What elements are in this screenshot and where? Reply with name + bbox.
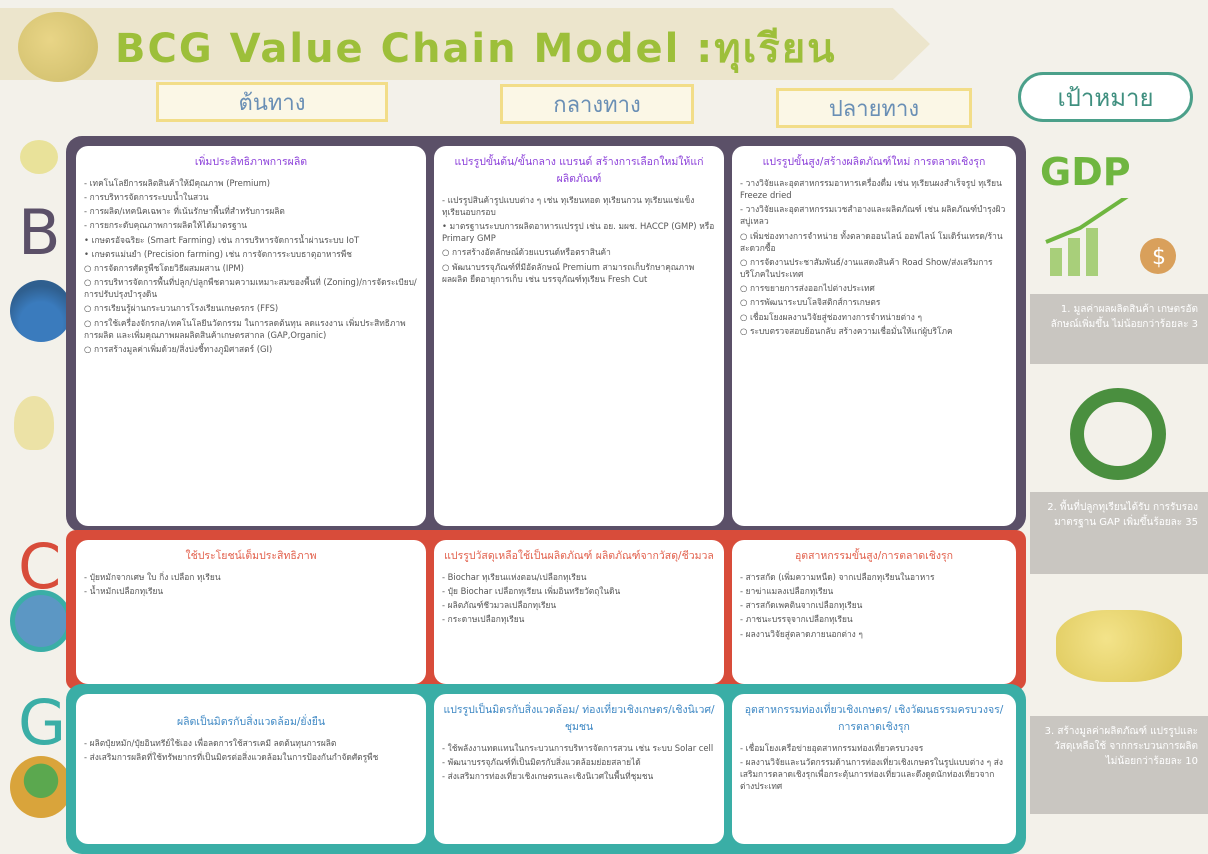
durian-chips-image [1056, 610, 1182, 682]
list-item: ○ การพัฒนาระบบโลจิสติกส์การเกษตร [740, 297, 881, 308]
list-item: - ยาฆ่าแมลงเปลือกทุเรียน [740, 585, 834, 596]
list-item: - วางวิจัยและอุตสาหกรรมอาหารเครื่องดื่ม … [740, 177, 1002, 200]
list-item: - พัฒนาบรรจุภัณฑ์ที่เป็นมิตรกับสิ่งแวดล้… [442, 756, 641, 767]
list-item: ○ การจัดการศัตรูพืชโดยวิธีผสมผสาน (IPM) [84, 262, 244, 273]
list-item: - ผลงานวิจัยสู่ตลาดภายนอกต่าง ๆ [740, 628, 863, 639]
growth-chart-icon: $ [1045, 198, 1176, 276]
c-midstream-box: แปรรูปวัสดุเหลือใช้เป็นผลิตภัณฑ์ ผลิตภัณ… [434, 540, 724, 684]
list-item: ○ การขยายการส่งออกไปต่างประเทศ [740, 283, 875, 294]
b-midstream-title: แปรรูปขั้นต้น/ขั้นกลาง แบรนด์ สร้างการเล… [454, 156, 704, 185]
list-item: - แปรรูปสินค้ารูปแบบต่าง ๆ เช่น ทุเรียนท… [442, 194, 695, 217]
list-item: - ส่งเสริมการท่องเที่ยวเชิงเกษตรและเชิงน… [442, 770, 654, 781]
letter-b: B [18, 196, 61, 269]
list-item: - การบริหารจัดการระบบน้ำในสวน [84, 191, 209, 202]
page-title: BCG Value Chain Model :ทุเรียน [115, 26, 837, 72]
goal-3: 3. สร้างมูลค่าผลิตภัณฑ์ แปรรูปและวัสดุเห… [1030, 716, 1208, 814]
g-downstream-title: อุตสาหกรรมท่องเที่ยวเชิงเกษตร/ เชิงวัฒนธ… [744, 704, 1004, 733]
list-item: ○ พัฒนาบรรจุภัณฑ์ที่มีอัตลักษณ์ Premium … [442, 261, 695, 284]
stage-midstream: กลางทาง [500, 84, 694, 124]
c-downstream-box: อุตสาหกรรมขั้นสูง/การตลาดเชิงรุก - สารสก… [732, 540, 1016, 684]
list-item: • มาตรฐานระบบการผลิตอาหารแปรรูป เช่น อย.… [442, 220, 715, 244]
list-item: ○ การใช้เครื่องจักรกล/เทคโนโลยีนวัตกรรม … [84, 317, 406, 340]
g-midstream-box: แปรรูปเป็นมิตรกับสิ่งแวดล้อม/ ท่องเที่ยว… [434, 694, 724, 844]
goal-1: 1. มูลค่าผลผลิตสินค้า เกษตรอัตลักษณ์เพิ่… [1030, 294, 1208, 364]
b-downstream-title: แปรรูปขั้นสูง/สร้างผลิตภัณฑ์ใหม่ การตลาด… [762, 156, 986, 168]
stage-downstream: ปลายทาง [776, 88, 972, 128]
list-item: - การยกระดับคุณภาพการผลิตให้ได้มาตรฐาน [84, 220, 248, 231]
list-item: - ปุ๋ย Biochar เปลือกทุเรียน เพิ่มอินทรี… [442, 585, 621, 596]
list-item: - Biochar ทุเรียนแห่งตอน/เปลือกทุเรียน [442, 571, 587, 582]
q-mark-logo [1070, 388, 1166, 480]
gdp-graphic: GDP $ [1040, 150, 1200, 280]
durian-piece-icon [14, 396, 54, 450]
list-item: - วางวิจัยและอุตสาหกรรมเวชสำอางและผลิตภั… [740, 204, 1006, 227]
list-item: ○ การจัดงานประชาสัมพันธ์/งานแสดงสินค้า R… [740, 256, 993, 280]
g-midstream-title: แปรรูปเป็นมิตรกับสิ่งแวดล้อม/ ท่องเที่ยว… [443, 704, 715, 733]
b-downstream-box: แปรรูปขั้นสูง/สร้างผลิตภัณฑ์ใหม่ การตลาด… [732, 146, 1016, 526]
list-item: - ปุ๋ยหมักจากเศษ ใบ กิ่ง เปลือก ทุเรียน [84, 571, 221, 582]
list-item: ○ เชื่อมโยงผลงานวิจัยสู่ช่องทางการจำหน่า… [740, 311, 922, 322]
title-banner [0, 8, 930, 80]
c-upstream-title: ใช้ประโยชน์เต็มประสิทธิภาพ [185, 550, 317, 562]
list-item: - ภาชนะบรรจุจากเปลือกทุเรียน [740, 614, 853, 625]
list-item: - การผลิต/เทคนิคเฉพาะ ที่เน้นรักษาพื้นที… [84, 206, 285, 217]
list-item: - ใช้พลังงานทดแทนในกระบวนการบริหารจัดการ… [442, 742, 714, 753]
list-item: - เชื่อมโยงเครือข่ายอุตสาหกรรมท่องเที่ยว… [740, 742, 924, 753]
gdp-label: GDP [1040, 150, 1131, 194]
list-item: ○ การสร้างอัตลักษณ์ด้วยแบรนด์หรือตราสินค… [442, 247, 611, 258]
b-upstream-title: เพิ่มประสิทธิภาพการผลิต [194, 156, 308, 168]
list-item: - ส่งเสริมการผลิตที่ใช้ทรัพยากรที่เป็นมิ… [84, 751, 379, 762]
list-item: • เกษตรแม่นยำ (Precision farming) เช่น ก… [84, 248, 352, 259]
c-downstream-title: อุตสาหกรรมขั้นสูง/การตลาดเชิงรุก [794, 550, 954, 562]
g-upstream-box: ผลิตเป็นมิตรกับสิ่งแวดล้อม/ยั่งยืน - ผลิ… [76, 694, 426, 844]
list-item: - ผลิตภัณฑ์ชีวมวลเปลือกทุเรียน [442, 600, 557, 611]
durian-icon [18, 12, 98, 82]
recycle-globe-icon [10, 590, 72, 652]
b-midstream-box: แปรรูปขั้นต้น/ขั้นกลาง แบรนด์ สร้างการเล… [434, 146, 724, 526]
letter-g: G [18, 686, 67, 759]
list-item: ○ เพิ่มช่องทางการจำหน่าย ทั้งตลาดออนไลน์… [740, 230, 1003, 253]
stage-upstream: ต้นทาง [156, 82, 388, 122]
list-item: ○ ระบบตรวจสอบย้อนกลับ สร้างความเชื่อมั่น… [740, 325, 953, 336]
list-item: ○ การบริหารจัดการพื้นที่ปลูก/ปลูกพืชตามค… [84, 277, 417, 300]
list-item: - สารสกัด (เพิ่มความหนืด) จากเปลือกทุเรี… [740, 571, 935, 582]
list-item: - กระดาษเปลือกทุเรียน [442, 614, 525, 625]
c-midstream-title: แปรรูปวัสดุเหลือใช้เป็นผลิตภัณฑ์ ผลิตภัณ… [444, 550, 714, 562]
list-item: - สารสกัดเพคตินจากเปลือกทุเรียน [740, 600, 863, 611]
list-item: • เกษตรอัจฉริยะ (Smart Farming) เช่น การ… [84, 234, 360, 245]
g-upstream-title: ผลิตเป็นมิตรกับสิ่งแวดล้อม/ยั่งยืน [176, 716, 326, 728]
list-item: ○ การเรียนรู้ผ่านกระบวนการโรงเรียนเกษตรก… [84, 303, 279, 314]
list-item: - ผลงานวิจัยและนวัตกรรมด้านการท่องเที่ยว… [740, 756, 1003, 792]
goal-2: 2. พื้นที่ปลูกทุเรียนได้รับ การรับรองมาต… [1030, 492, 1208, 574]
list-item: - น้ำหมักเปลือกทุเรียน [84, 585, 164, 596]
svg-text:$: $ [1152, 245, 1166, 270]
list-item: ○ การสร้างมูลค่าเพิ่มด้วย/สิ่งบ่งชี้ทางภ… [84, 344, 273, 355]
list-item: - เทคโนโลยีการผลิตสินค้าให้มีคุณภาพ (Pre… [84, 177, 271, 188]
lemon-icon [20, 140, 58, 174]
plant-globe-icon [10, 280, 72, 342]
b-upstream-box: เพิ่มประสิทธิภาพการผลิต - เทคโนโลยีการผล… [76, 146, 426, 526]
green-earth-icon [10, 756, 72, 818]
g-downstream-box: อุตสาหกรรมท่องเที่ยวเชิงเกษตร/ เชิงวัฒนธ… [732, 694, 1016, 844]
goal-label: เป้าหมาย [1018, 72, 1193, 122]
list-item: - ผลิตปุ๋ยหมัก/ปุ๋ยอินทรีย์ใช้เอง เพื่อล… [84, 737, 337, 748]
c-upstream-box: ใช้ประโยชน์เต็มประสิทธิภาพ - ปุ๋ยหมักจาก… [76, 540, 426, 684]
